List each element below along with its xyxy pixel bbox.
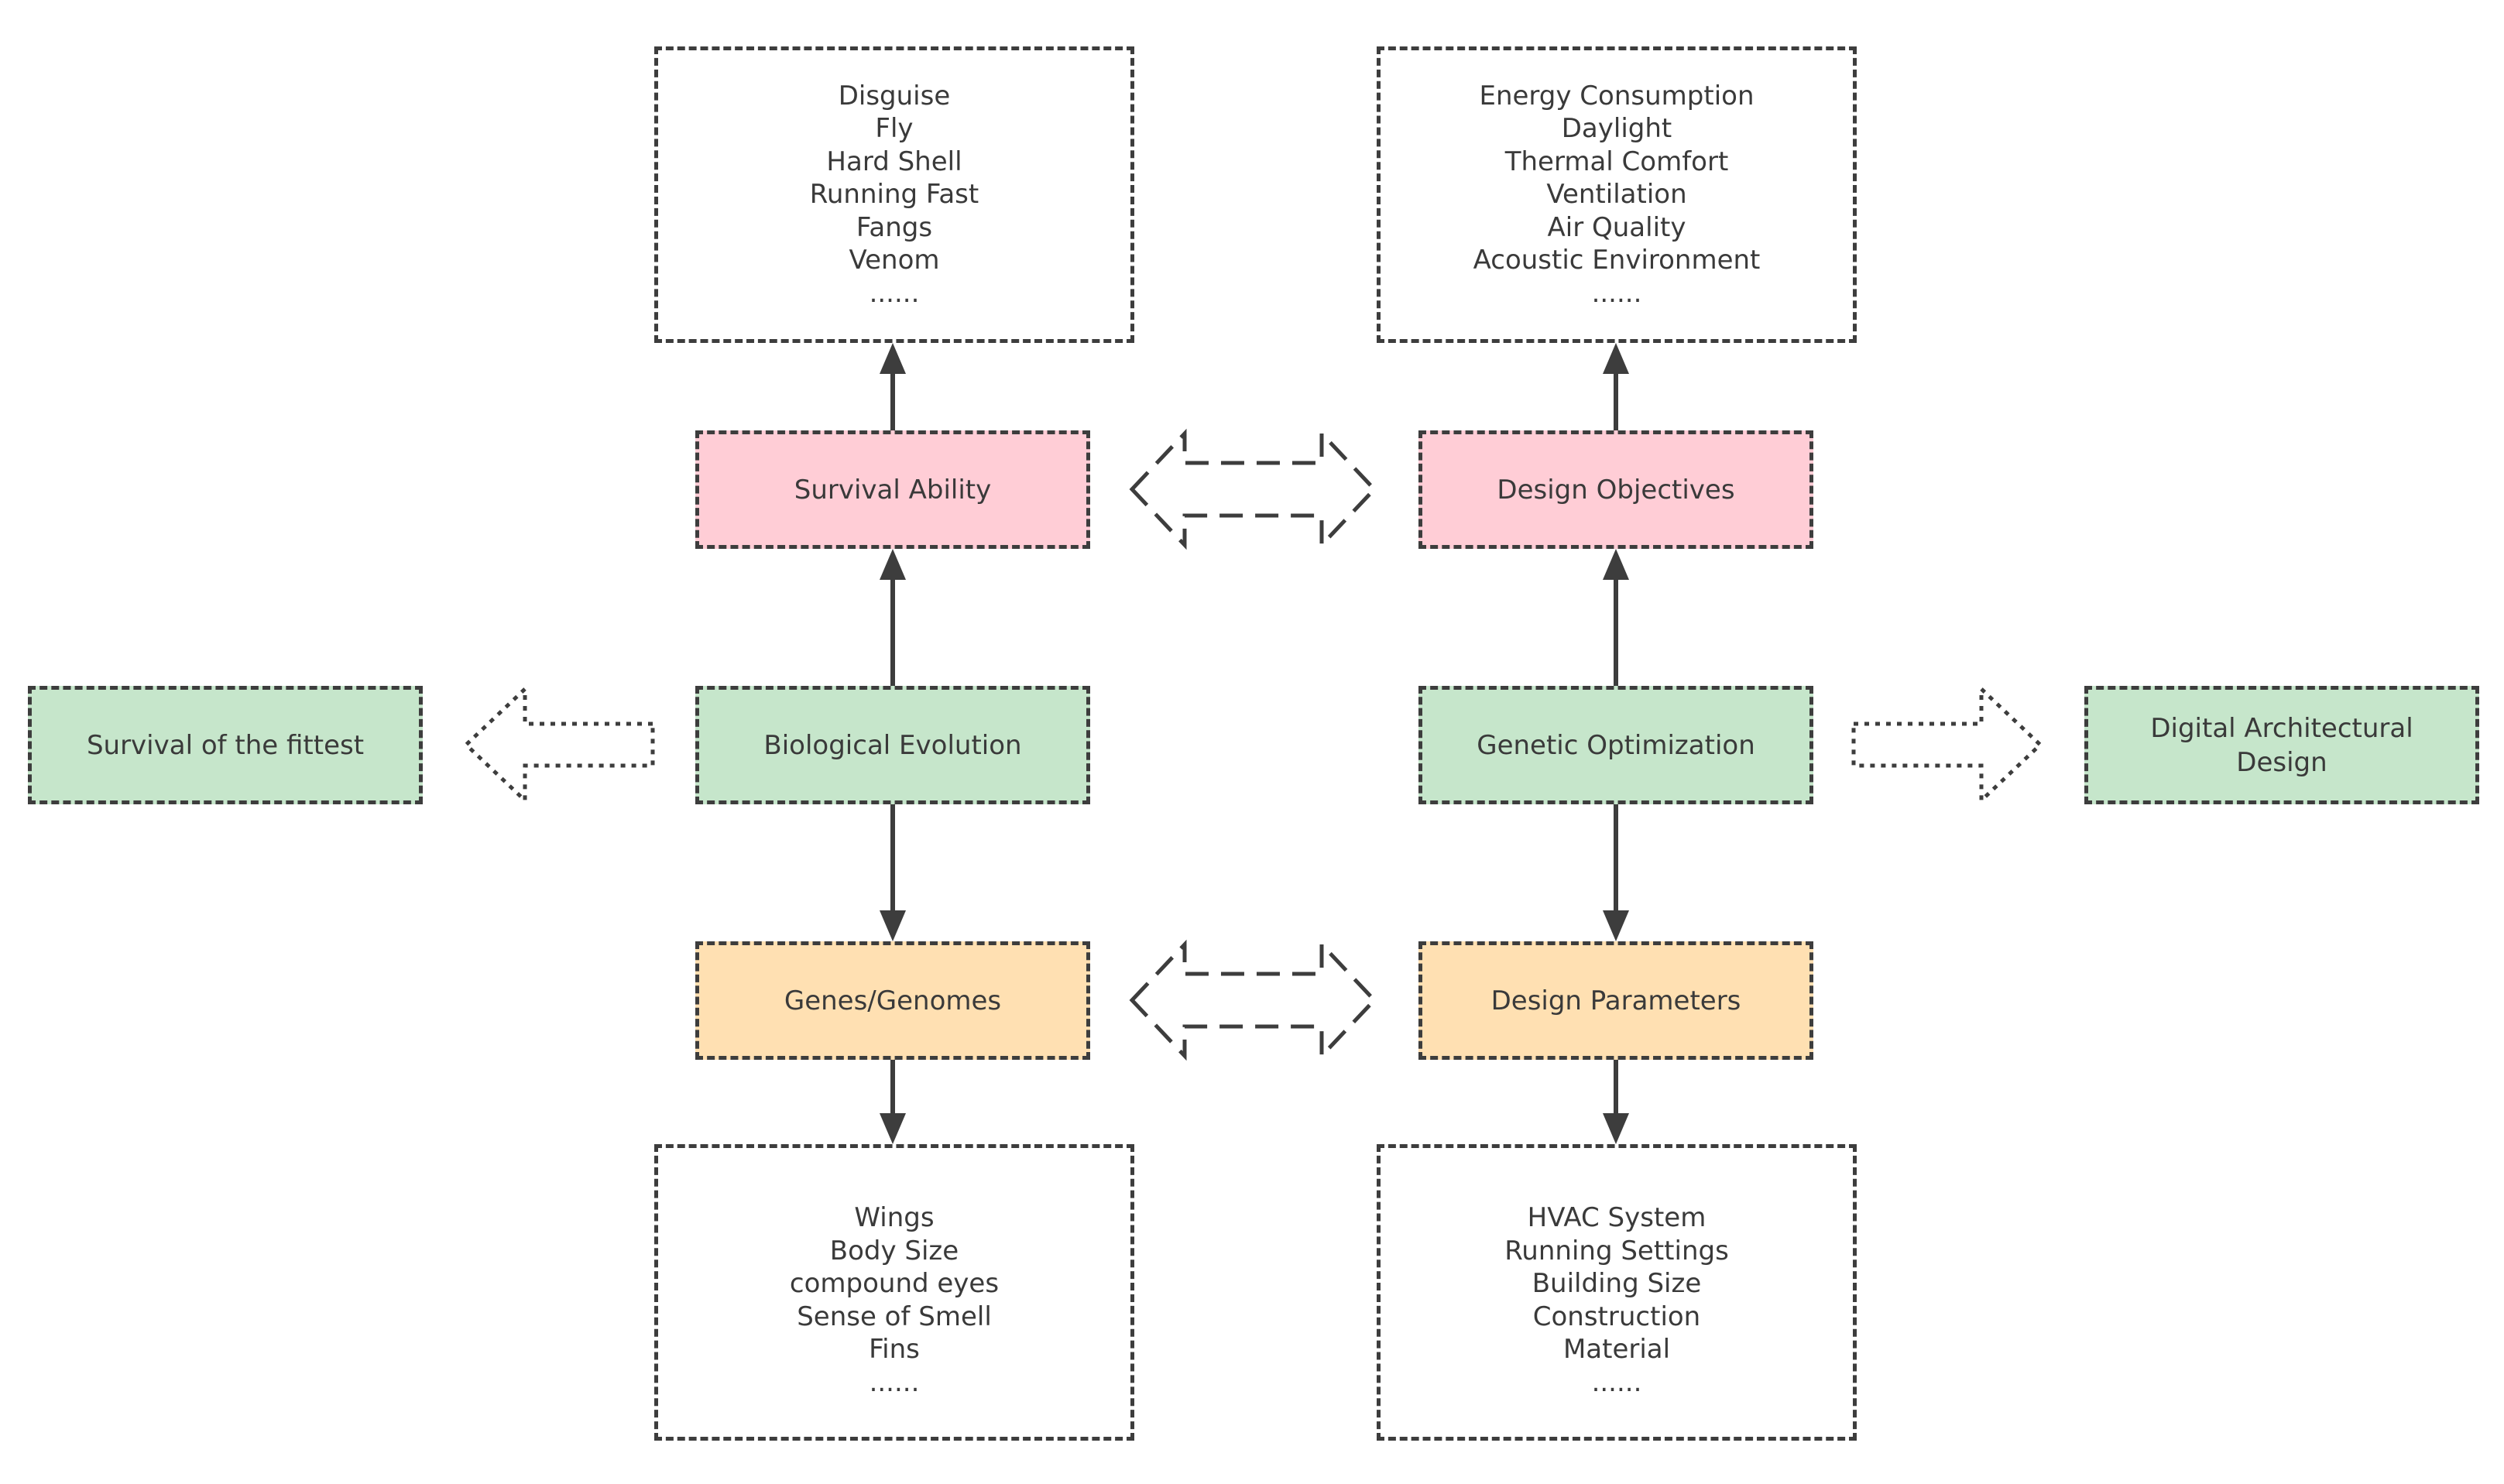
node-label: Survival Ability bbox=[794, 474, 992, 506]
double-arrow-survival-objectives bbox=[1129, 428, 1377, 550]
genetic-optimization-node: Genetic Optimization bbox=[1418, 686, 1813, 804]
list-item: Material bbox=[1562, 1334, 1671, 1365]
design-objectives-list: Energy Consumption Daylight Thermal Comf… bbox=[1473, 80, 1761, 310]
list-item: Hard Shell bbox=[826, 146, 962, 177]
gene-examples-box: Wings Body Size compound eyes Sense of S… bbox=[654, 1144, 1134, 1441]
list-item: Running Fast bbox=[809, 179, 979, 211]
gene-examples-list: Wings Body Size compound eyes Sense of S… bbox=[790, 1201, 999, 1399]
list-item: Sense of Smell bbox=[797, 1301, 992, 1332]
digital-architectural-design-node: Digital Architectural Design bbox=[2084, 686, 2479, 804]
list-item: ...... bbox=[869, 1366, 920, 1398]
list-item: ...... bbox=[1591, 1366, 1642, 1398]
list-item: Venom bbox=[849, 245, 940, 276]
list-item: Fly bbox=[875, 113, 914, 145]
list-item: Body Size bbox=[829, 1235, 959, 1266]
biological-evolution-node: Biological Evolution bbox=[695, 686, 1090, 804]
parameter-examples-box: HVAC System Running Settings Building Si… bbox=[1377, 1144, 1857, 1441]
design-objectives-list-box: Energy Consumption Daylight Thermal Comf… bbox=[1377, 46, 1857, 343]
arrow-genetic-to-parameters bbox=[1603, 804, 1629, 941]
node-label: Genetic Optimization bbox=[1477, 729, 1755, 761]
list-item: ...... bbox=[869, 277, 920, 309]
list-item: Ventilation bbox=[1546, 179, 1687, 211]
list-item: HVAC System bbox=[1527, 1202, 1706, 1233]
survival-traits-list: Disguise Fly Hard Shell Running Fast Fan… bbox=[810, 80, 979, 310]
survival-traits-box: Disguise Fly Hard Shell Running Fast Fan… bbox=[654, 46, 1134, 343]
list-item: Fangs bbox=[856, 211, 933, 243]
node-label: Design Objectives bbox=[1497, 474, 1735, 506]
list-item: Fins bbox=[869, 1334, 920, 1365]
list-item: ...... bbox=[1591, 277, 1642, 309]
arrow-genes-to-examples bbox=[880, 1060, 906, 1144]
list-item: Energy Consumption bbox=[1479, 80, 1755, 111]
arrow-bio-to-survival bbox=[880, 549, 906, 686]
survival-ability-node: Survival Ability bbox=[695, 430, 1090, 549]
arrow-objectives-to-list bbox=[1603, 343, 1629, 430]
list-item: Wings bbox=[854, 1202, 935, 1233]
node-label: Design Parameters bbox=[1490, 985, 1741, 1016]
design-parameters-node: Design Parameters bbox=[1418, 941, 1813, 1060]
list-item: compound eyes bbox=[789, 1268, 1000, 1299]
node-label: Biological Evolution bbox=[763, 729, 1022, 761]
list-item: Acoustic Environment bbox=[1473, 245, 1761, 276]
survival-of-the-fittest-node: Survival of the fittest bbox=[28, 686, 423, 804]
list-item: Construction bbox=[1532, 1301, 1701, 1332]
arrow-survival-to-traits bbox=[880, 343, 906, 430]
node-label: Survival of the fittest bbox=[86, 729, 365, 761]
list-item: Daylight bbox=[1561, 113, 1672, 145]
block-arrow-genetic-to-digital bbox=[1851, 684, 2043, 805]
list-item: Disguise bbox=[838, 80, 951, 111]
arrow-parameters-to-examples bbox=[1603, 1060, 1629, 1144]
list-item: Building Size bbox=[1532, 1268, 1702, 1299]
list-item: Running Settings bbox=[1504, 1235, 1729, 1266]
arrow-bio-to-genes bbox=[880, 804, 906, 941]
design-objectives-node: Design Objectives bbox=[1418, 430, 1813, 549]
genes-genomes-node: Genes/Genomes bbox=[695, 941, 1090, 1060]
arrow-genetic-to-objectives bbox=[1603, 549, 1629, 686]
list-item: Thermal Comfort bbox=[1504, 146, 1729, 177]
node-label: Digital Architectural Design bbox=[2150, 712, 2413, 778]
parameter-examples-list: HVAC System Running Settings Building Si… bbox=[1504, 1201, 1729, 1399]
double-arrow-genes-parameters bbox=[1129, 939, 1377, 1061]
list-item: Air Quality bbox=[1547, 211, 1686, 243]
block-arrow-bio-to-fittest bbox=[463, 684, 655, 805]
node-label: Genes/Genomes bbox=[784, 985, 1002, 1016]
